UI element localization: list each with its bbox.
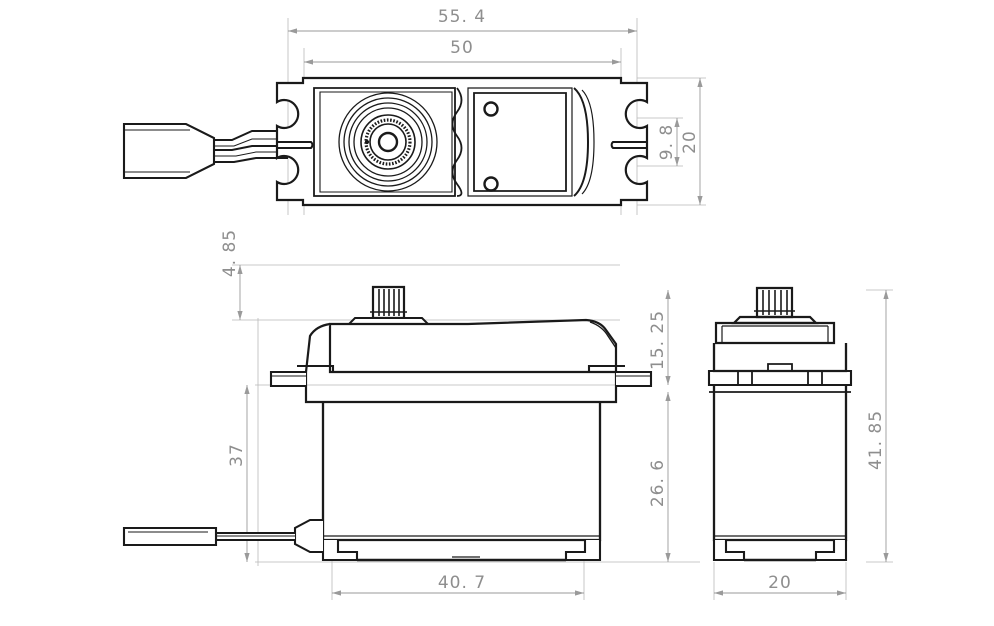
front-view-mount-flanges [269,364,653,388]
front-view-top-shell [304,318,618,374]
top-view [122,76,649,207]
front-view-spline-shaft [370,285,407,320]
side-view-bottom-feet [712,540,848,562]
side-view-spline-shaft [754,286,795,319]
top-view-end-plate [573,87,595,197]
dim-top-body-length: 50 [450,38,474,58]
top-view-body-outline [275,76,649,207]
side-view-flange-band [707,363,853,393]
servo-wires [214,130,288,163]
front-view-bottom-feet [321,540,602,562]
side-view [707,286,853,562]
dim-front-upper-height: 15. 25 [648,310,668,370]
side-view-top-cap [714,315,836,345]
front-view [122,285,653,562]
side-view-lower-body [712,385,848,542]
front-view-upper-body [304,372,618,404]
top-view-ear-slots [277,141,647,149]
dim-side-total-height: 41. 85 [866,410,886,470]
dim-front-mount-offset: 4. 85 [220,229,240,277]
dim-front-body-width: 40. 7 [438,573,486,593]
top-view-case-cover [467,87,573,197]
dim-front-lower-height: 26. 6 [648,459,668,507]
dim-front-total-height: 37 [227,443,247,467]
dim-top-overall-length: 55. 4 [438,7,486,27]
connector-plug [122,122,216,180]
top-view-output-gear [338,92,438,192]
front-view-main-body [321,402,602,542]
dim-side-body-width: 20 [768,573,792,593]
top-view-break-line [451,87,463,197]
side-view-upper-body [712,343,848,373]
top-view-gear-housing [313,87,456,197]
front-view-wire-exit [122,518,323,554]
dim-top-inner-width: 9. 8 [657,124,677,160]
dim-top-overall-width: 20 [680,130,700,154]
